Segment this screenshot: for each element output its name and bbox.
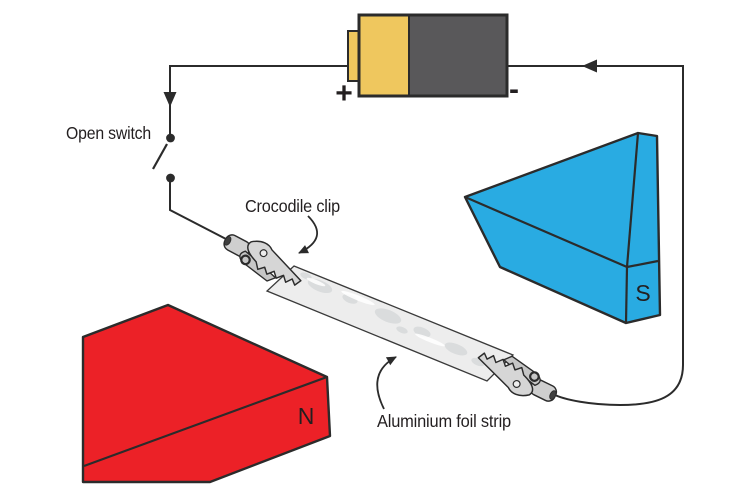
magnet-south-label: S <box>635 280 650 306</box>
magnet-north-label: N <box>298 403 315 429</box>
arrow-to-crocodile-clip-icon <box>298 215 318 254</box>
magnet-south-edges <box>464 132 659 324</box>
wire-switch-to-clip <box>169 182 227 240</box>
current-arrows <box>163 59 597 183</box>
current-arrow-left-icon <box>582 59 597 73</box>
magnet-south <box>463 131 662 325</box>
diagram-labels: Open switch Crocodile clip Aluminium foi… <box>66 73 651 431</box>
aluminium-foil-strip-label: Aluminium foil strip <box>377 411 511 431</box>
battery <box>347 13 509 98</box>
foil-texture <box>300 272 485 367</box>
open-switch-label: Open switch <box>66 123 151 143</box>
foil-highlight <box>306 277 326 287</box>
foil-highlight <box>415 333 445 347</box>
battery-outline <box>357 13 509 98</box>
circuit-wires <box>152 65 684 407</box>
current-arrow-down-icon <box>163 92 177 107</box>
battery-positive-label: + <box>335 77 353 110</box>
magnet-north-edge <box>83 375 328 468</box>
magnet-north <box>81 303 332 484</box>
wire-right <box>507 65 684 407</box>
crocodile-clip-left <box>216 224 310 297</box>
foil-strip <box>265 265 515 382</box>
wire-top-left <box>169 65 348 134</box>
label-arrows <box>298 215 397 410</box>
foil-blotch <box>444 342 468 356</box>
magnet-north-body <box>81 303 332 484</box>
arrow-to-foil-strip-icon <box>376 356 397 410</box>
switch-contact-bottom <box>166 173 175 183</box>
foil-blotch <box>300 272 312 280</box>
crocodile-clip-label: Crocodile clip <box>245 196 340 216</box>
foil-blotch <box>374 308 402 324</box>
foil-blotch <box>396 326 408 334</box>
switch-lever <box>152 143 168 170</box>
battery-body-negative-end <box>408 14 508 97</box>
battery-negative-label: - <box>509 73 519 106</box>
switch-contact-top <box>166 133 175 143</box>
battery-body-positive-end <box>358 14 410 97</box>
foil-highlight <box>341 290 375 306</box>
battery-positive-terminal <box>347 30 360 82</box>
